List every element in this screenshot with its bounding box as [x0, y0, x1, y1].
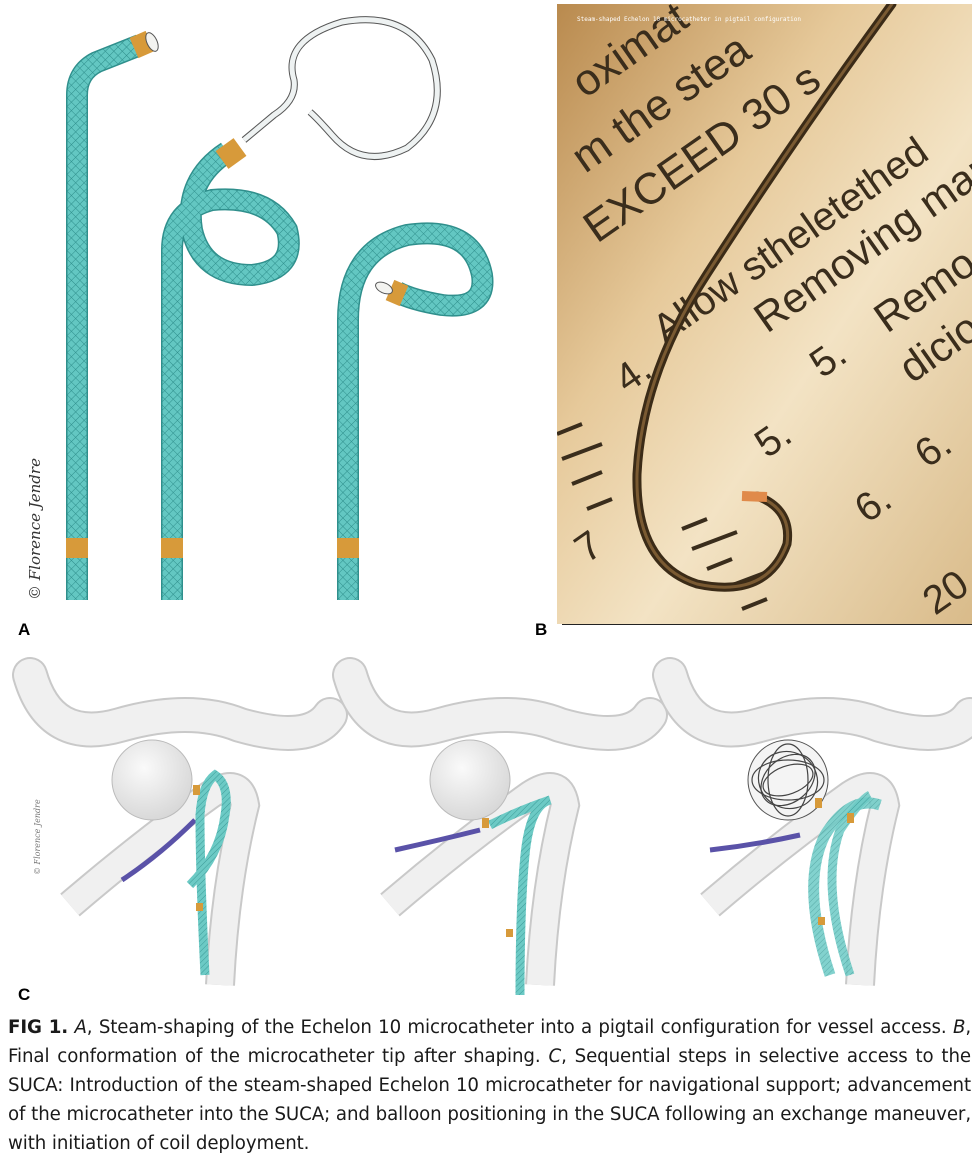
step-1-microcatheter-introduction: © Florence Jendre — [12, 657, 348, 986]
caption-part-c: , Sequential steps in selective access t… — [8, 1046, 971, 1154]
svg-text:© Florence Jendre: © Florence Jendre — [33, 799, 42, 875]
step-2-advancement-into-suca — [332, 657, 668, 996]
caption-letter-c: C — [548, 1046, 562, 1067]
figure-caption-label: FIG 1. — [8, 1017, 69, 1038]
shaped-catheter-photo — [632, 4, 897, 592]
panel-label-a: A — [18, 620, 31, 639]
caption-part-a: , Steam-shaping of the Echelon 10 microc… — [86, 1017, 947, 1038]
caption-part-b: , Final conformation of the microcathete… — [8, 1017, 972, 1067]
caption-letter-b: B — [952, 1017, 966, 1038]
catheter-straight-shape — [66, 30, 159, 600]
step-3-balloon-and-coil-deployment — [652, 657, 972, 986]
catheter-pigtail-shape — [337, 222, 494, 600]
coil-mass — [751, 743, 825, 817]
panel-c-sequence: © Florence Jendre — [10, 655, 972, 1005]
caption-letter-a: A — [74, 1017, 87, 1038]
panel-label-b: B — [535, 620, 548, 639]
artist-signature: © Florence Jendre — [26, 458, 44, 600]
figure-caption: FIG 1. A, Steam-shaping of the Echelon 1… — [8, 1013, 971, 1158]
catheter-loop-with-mandrel — [161, 16, 441, 600]
panel-b-overlay-caption: Steam-shaped Echelon 10 microcatheter in… — [577, 16, 801, 23]
panel-label-c: C — [18, 985, 31, 1004]
panel-a-illustration: © Florence Jendre A — [12, 0, 542, 639]
panel-b-underline — [562, 624, 972, 625]
panel-b-photograph: oximat m the stea EXCEED 30 s Allow sthe… — [535, 4, 972, 639]
